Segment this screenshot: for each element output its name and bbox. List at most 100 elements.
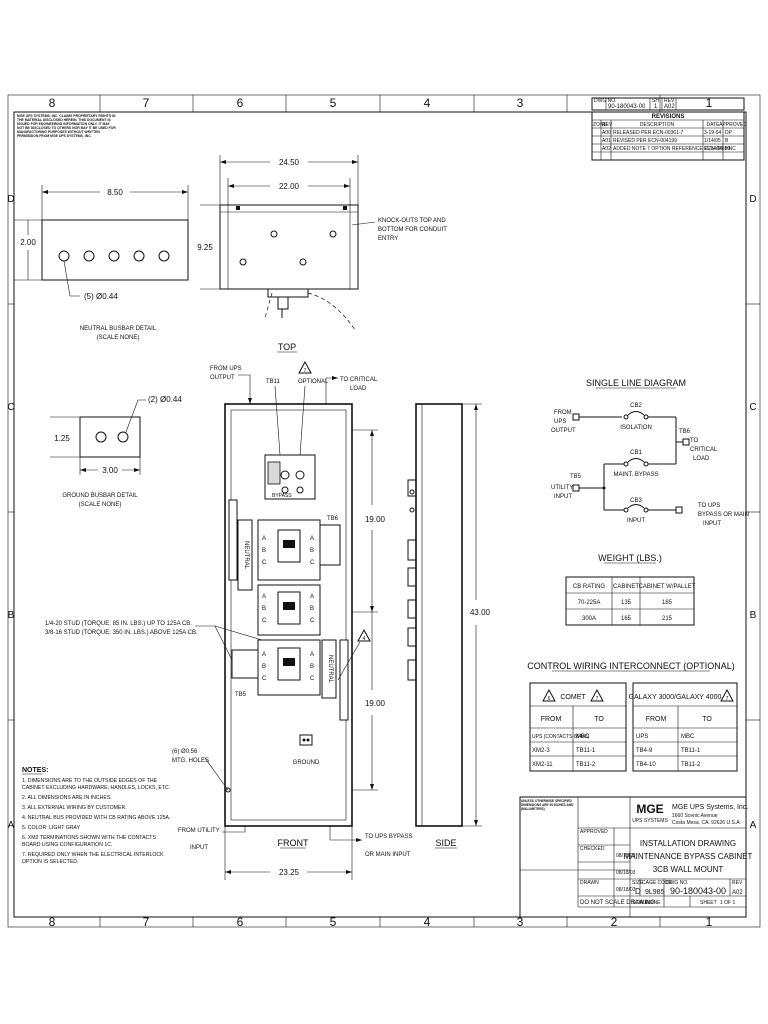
tolerance-heading: UNLESS OTHERWISE SPECIFIED DIMENSIONS AR… [521,799,574,811]
col-label: 5 [330,915,337,929]
col-label: 6 [237,96,244,110]
note-item: 3. ALL EXTERNAL WIRING BY CUSTOMER. [22,805,127,811]
phase-letter: A [310,536,314,542]
knockout [299,258,307,266]
comet-cell: UPS (CONTACTS 65445) [532,734,590,740]
sl-tb6: TB6 [679,429,691,435]
rev-cell: 1/14/05 [704,138,721,144]
phase-letter: B [262,664,266,670]
rev-dwg-no: 90-180043-00 [608,104,646,110]
terminal-icon [675,506,683,514]
galaxy-cell: UPS [636,734,648,740]
ground-busbar-detail: (2) Ø0.44 1.25 3.00 GROUND BUSBAR DETAIL… [50,395,182,508]
notes-title: NOTES: [22,767,48,774]
tb6-block [319,524,341,566]
tb-date: 08/18/03 [616,870,636,876]
phase-letter: A [310,652,314,658]
terminal-icon [572,413,580,421]
front-cabinet-outline [224,403,353,827]
proprietary-notice: MGE UPS SYSTEMS, INC. CLAIMS PROPRIETARY… [17,114,116,138]
row-label: A [750,820,757,831]
rev-cell: 3-19-04 [704,130,721,136]
sl-to-ups-bypass: BYPASS OR MAIN [698,512,749,518]
phase-letter: C [262,560,267,566]
knockout-note: ENTRY [378,236,398,242]
col-label: 7 [143,96,150,110]
neutral-busbar-holes-label: (5) Ø0.44 [84,292,118,301]
weight-cell: 70-225A [578,600,601,606]
weight-header: CABINET W/PALLET [639,584,696,590]
weight-table: WEIGHT (LBS.) CB RATING CABINET CABINET … [565,553,696,626]
ground-label: GROUND [293,760,320,766]
tb-scale: NONE [646,900,661,906]
col-label: 4 [424,96,431,110]
note-item: 6. XM2 TERMINATIONS SHOWN WITH THE CONTA… [22,835,156,848]
single-line-diagram: SINGLE LINE DIAGRAM FROM UPS OUTPUT CB2 … [551,378,749,527]
galaxy-header: FROM [646,716,667,723]
rev-dwg-no-label: DWG NO. [594,98,617,104]
front-from-utility-input: INPUT [190,845,208,851]
row-labels: D C B A D C B A [7,194,760,831]
tb-cage-label: CAGE CODE [642,880,673,886]
revision-block: DWG NO. 90-180043-00 SH 1 REV A02 REVISI… [591,97,747,161]
breaker-lower: A B C A B C [257,639,321,696]
col-label: 2 [611,915,618,929]
busbar-hole [58,250,70,262]
col-label: 6 [237,915,244,929]
row-label: D [749,194,756,205]
top-view-label: TOP [278,342,296,352]
rev-cell: 11/14/05 [704,146,723,152]
rev-header: DATE [707,122,721,128]
weight-header: CB RATING [573,584,606,590]
tb-address: Costa Mesa, CA. 92626 U.S.A [672,820,740,826]
front-dim-upper: 19.00 [365,515,386,524]
galaxy-cell: TB4-10 [636,762,656,768]
weight-cell: 215 [662,616,673,622]
neutral-bus-left [237,519,253,591]
weight-cell: 300A [582,616,596,622]
weight-header: CABINET [613,584,639,590]
terminal-icon [682,438,690,446]
col-label: 3 [517,915,524,929]
busbar-hole [83,250,95,262]
sl-from-ups: UPS [554,419,566,425]
tb-date: 08/18/03 [616,887,636,893]
top-view: 24.50 22.00 9.25 KNOCK-OUTS TOP AND BOTT… [197,155,447,353]
front-from-ups: FROM UPS [210,366,242,372]
sl-from-ups: FROM [554,410,572,416]
row-label: A [8,820,15,831]
row-label: D [7,194,14,205]
phase-letter: C [262,618,267,624]
title-block: UNLESS OTHERWISE SPECIFIED DIMENSIONS AR… [519,796,752,918]
top-outer-dim: 24.50 [279,158,300,167]
busbar-hole [158,250,170,262]
row-label: B [8,610,15,621]
busbar-hole [117,431,129,443]
note-item: 1. DIMENSIONS ARE TO THE OUTSIDE EDGES O… [22,778,171,791]
comet-cell: TB11-1 [576,748,596,754]
weight-cell: 135 [621,600,632,606]
phase-letter: C [310,676,315,682]
note-item: 7. REQUIRED ONLY WHEN THE ELECTRICAL INT… [22,852,164,865]
revisions-title: REVISIONS [652,114,685,120]
breaker-upper: A B C A B C [257,519,321,581]
note-item: 5. COLOR: LIGHT GRAY [22,825,81,831]
rev-sh: 1 [654,104,658,110]
mtg-holes-note: MTG. HOLES [172,758,209,764]
tb-sheet: 1 OF 1 [720,900,736,906]
rev-cell: ADDED NOTE 7 OPTION REFERENCE ECN-04690 [613,146,730,152]
note-triangle-icon [542,688,556,702]
busbar-hole [108,250,120,262]
comet-cell: XM2-11 [532,762,553,768]
rev-sh-label: SH [652,98,659,104]
rev-cell: B [725,138,729,144]
phase-letter: B [262,606,266,612]
weight-cell: 165 [621,616,632,622]
rev-header: ZONE [593,122,608,128]
sl-to-ups-bypass: TO UPS [698,503,720,509]
left-handle [228,499,238,581]
phase-letter: C [310,560,315,566]
comet-header: FROM [541,716,562,723]
col-label: 8 [49,96,56,110]
